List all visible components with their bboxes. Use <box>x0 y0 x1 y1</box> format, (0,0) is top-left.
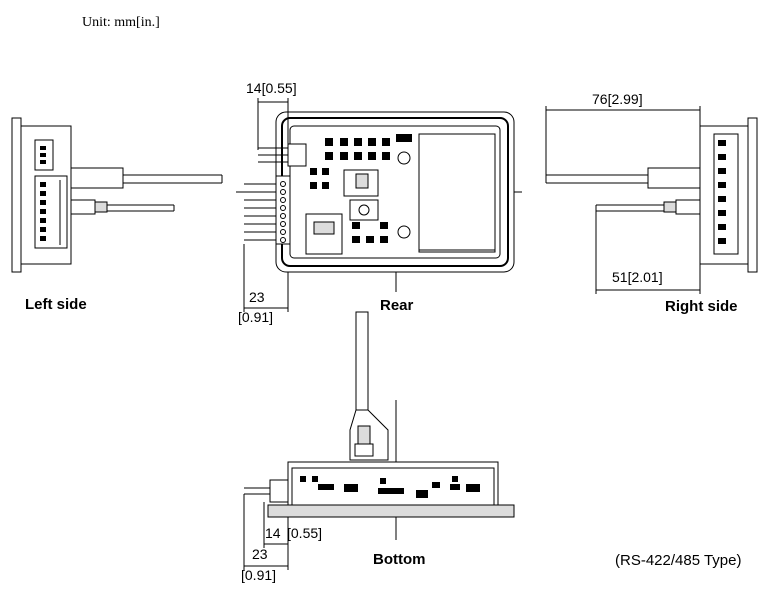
rear-label: Rear <box>380 297 414 314</box>
bottom-connector-dimension-in: [0.55] <box>287 525 322 541</box>
rear-connector-dimension: 14[0.55] <box>246 80 297 96</box>
unit-label: Unit: mm[in.] <box>82 15 160 30</box>
right-total-depth-dimension: 76[2.99] <box>592 91 643 107</box>
bottom-depth-dimension-mm: 23 <box>252 546 268 562</box>
left-side-label: Left side <box>25 296 87 313</box>
rear-depth-dimension-in: [0.91] <box>238 309 273 325</box>
bottom-connector-dimension-mm: 14 <box>265 525 281 541</box>
rear-depth-dimension-mm: 23 <box>249 289 265 305</box>
bottom-view <box>243 311 515 570</box>
bottom-label: Bottom <box>373 551 426 568</box>
rear-view <box>236 98 522 312</box>
type-note: (RS-422/485 Type) <box>615 552 741 569</box>
left-side-view <box>11 117 223 273</box>
right-side-label: Right side <box>665 298 738 315</box>
right-side-view <box>545 106 758 294</box>
right-cable-depth-dimension: 51[2.01] <box>612 269 663 285</box>
bottom-depth-dimension-in: [0.91] <box>241 567 276 583</box>
